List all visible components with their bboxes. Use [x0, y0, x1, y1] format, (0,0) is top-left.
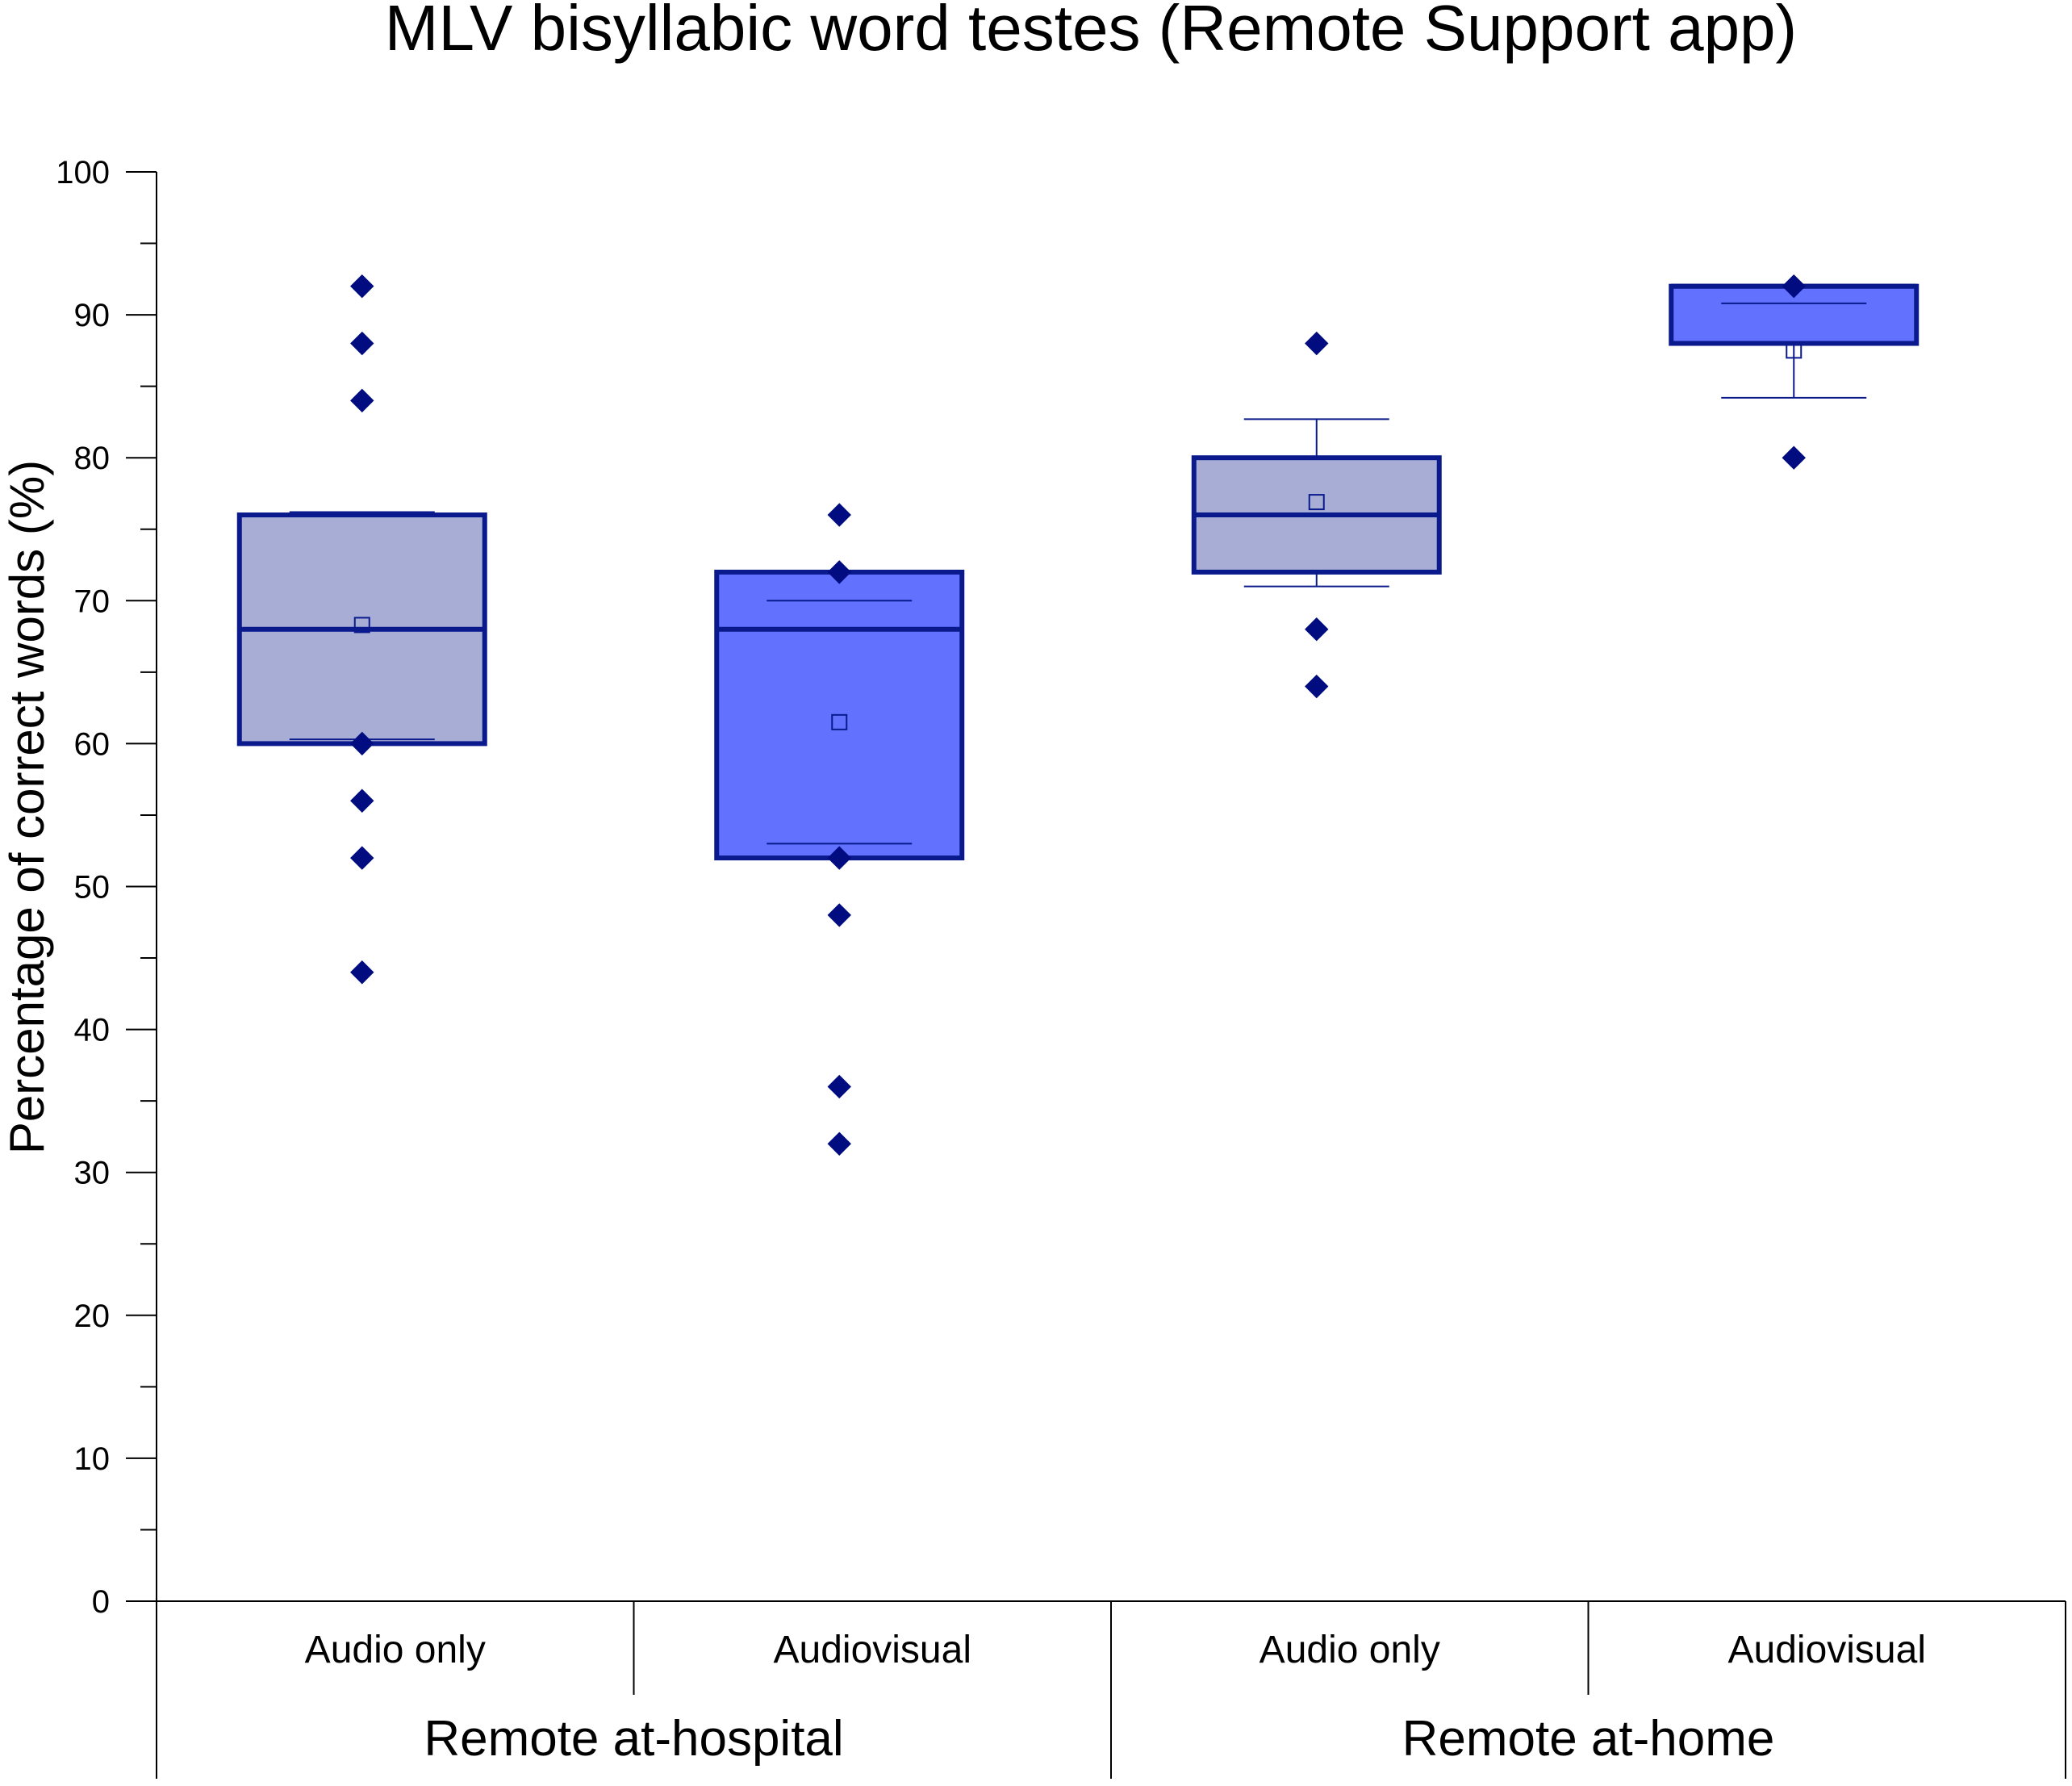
data-point	[1305, 674, 1329, 699]
y-axis-label: Percentage of correct words (%)	[0, 460, 54, 1154]
category-label: Audiovisual	[774, 1629, 971, 1671]
y-tick-label: 30	[74, 1156, 111, 1191]
data-point	[350, 274, 374, 299]
data-point	[350, 960, 374, 985]
y-tick-label: 0	[92, 1584, 110, 1620]
data-point	[350, 331, 374, 356]
data-point	[350, 388, 374, 413]
y-tick-label: 70	[74, 583, 111, 619]
y-tick-label: 40	[74, 1013, 111, 1048]
y-tick-label: 50	[74, 870, 111, 906]
box-series	[1669, 274, 1920, 470]
data-point	[1305, 331, 1329, 356]
data-point	[350, 731, 374, 756]
group-label: Remote at-hospital	[424, 1711, 843, 1767]
y-tick-label: 60	[74, 726, 111, 762]
data-point	[827, 846, 851, 870]
data-point	[350, 846, 374, 870]
data-point	[1305, 617, 1329, 642]
data-point	[827, 560, 851, 584]
data-point	[827, 1074, 851, 1099]
chart-title: MLV bisyllabic word testes (Remote Suppo…	[385, 0, 1797, 64]
y-tick-label: 90	[74, 298, 111, 333]
box-series	[714, 503, 965, 1156]
y-tick-label: 100	[56, 155, 110, 190]
data-point	[827, 1131, 851, 1156]
box-series	[1191, 331, 1442, 699]
data-point	[350, 788, 374, 813]
data-point	[1782, 445, 1806, 470]
box-series	[236, 274, 487, 985]
data-point	[827, 503, 851, 527]
category-label: Audio only	[1259, 1629, 1440, 1671]
data-point	[827, 903, 851, 927]
mean-marker	[1786, 342, 1803, 359]
category-label: Audio only	[305, 1629, 486, 1671]
mean-marker	[831, 713, 848, 730]
category-label: Audiovisual	[1728, 1629, 1926, 1671]
y-tick-label: 20	[74, 1299, 111, 1334]
y-tick-label: 10	[74, 1441, 111, 1477]
group-label: Remote at-home	[1402, 1711, 1775, 1767]
mean-marker	[1308, 494, 1325, 511]
mean-marker	[353, 617, 370, 634]
data-point	[1782, 274, 1806, 299]
boxes	[236, 274, 1920, 1156]
y-tick-label: 80	[74, 441, 111, 476]
